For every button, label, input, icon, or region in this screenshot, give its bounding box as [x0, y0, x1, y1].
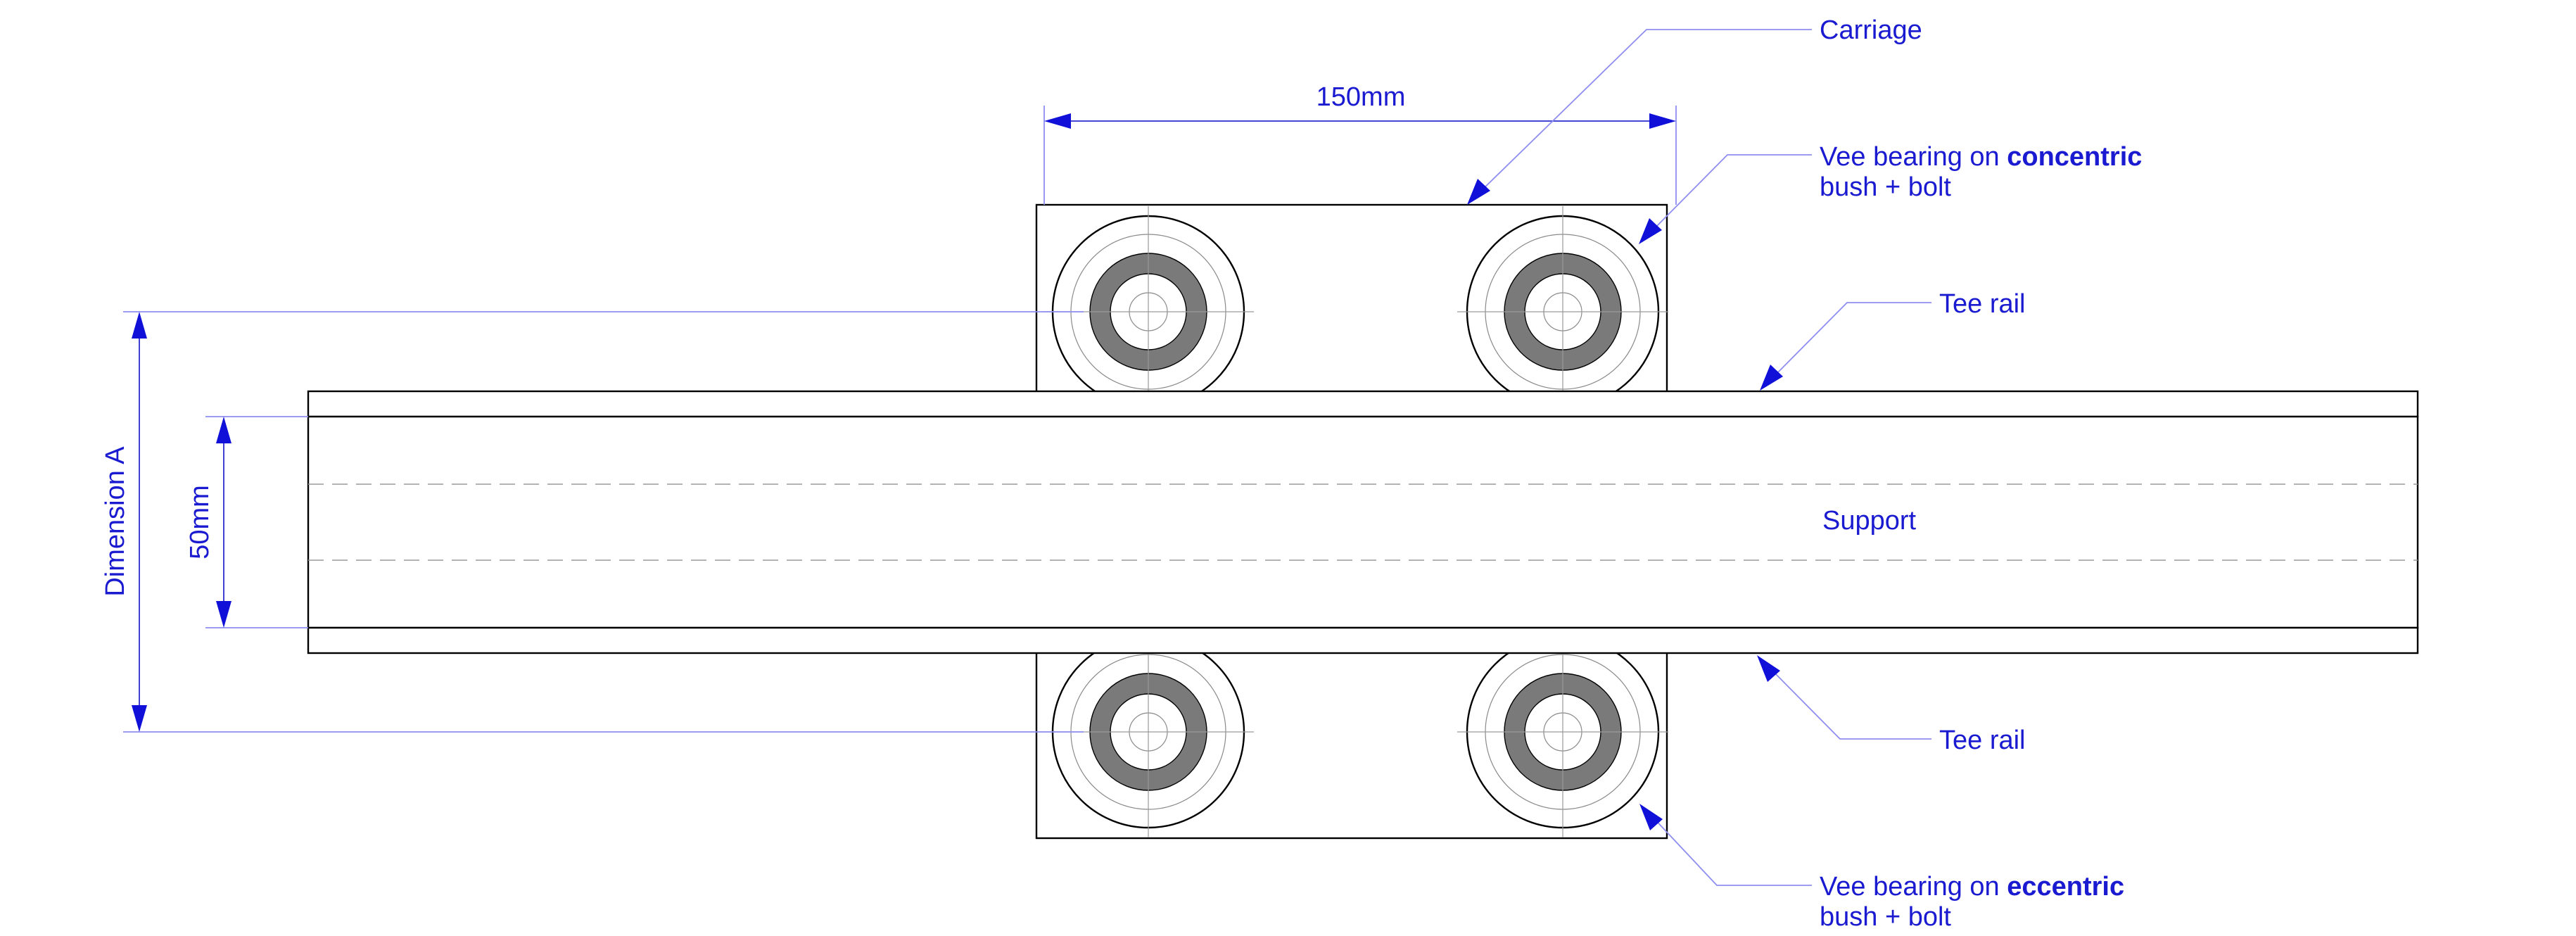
support-label: Support [1822, 506, 1917, 536]
support-height-label: 50mm [185, 485, 215, 559]
vee-bearing-bottom-right [1457, 626, 1668, 837]
eccentric-bearing-label-line2: bush + bolt [1820, 902, 1951, 932]
vee-bearing-top-left [1043, 206, 1254, 417]
support-height-dimension: 50mm [185, 416, 308, 628]
width-dimension-label: 150mm [1316, 82, 1406, 112]
tee-rail-top-label: Tee rail [1939, 289, 2026, 319]
tee-rail-bottom [307, 626, 2419, 654]
width-dimension: 150mm [1043, 82, 1677, 205]
carriage-label: Carriage [1820, 15, 1922, 45]
eccentric-bearing-callout: Vee bearing on eccentric bush + bolt [1639, 804, 2124, 932]
dimension-a-label: Dimension A [101, 446, 130, 597]
vee-bearing-top-right [1457, 206, 1668, 417]
tee-rail-bottom-label: Tee rail [1939, 726, 2026, 755]
tee-rail-top [307, 390, 2419, 418]
tee-rail-top-callout: Tee rail [1760, 289, 2026, 391]
concentric-bearing-label-line1: Vee bearing on concentric [1820, 142, 2142, 172]
eccentric-bearing-label-line1: Vee bearing on eccentric [1820, 872, 2124, 902]
dimension-a: Dimension A [101, 311, 1084, 733]
concentric-bearing-label-line2: bush + bolt [1820, 172, 1951, 202]
carriage-callout: Carriage [1467, 15, 1922, 205]
vee-bearings [1043, 206, 1668, 837]
concentric-bearing-callout: Vee bearing on concentric bush + bolt [1639, 142, 2142, 244]
tee-rail-bottom-callout: Tee rail [1757, 655, 2026, 755]
support-beam [307, 415, 2419, 629]
